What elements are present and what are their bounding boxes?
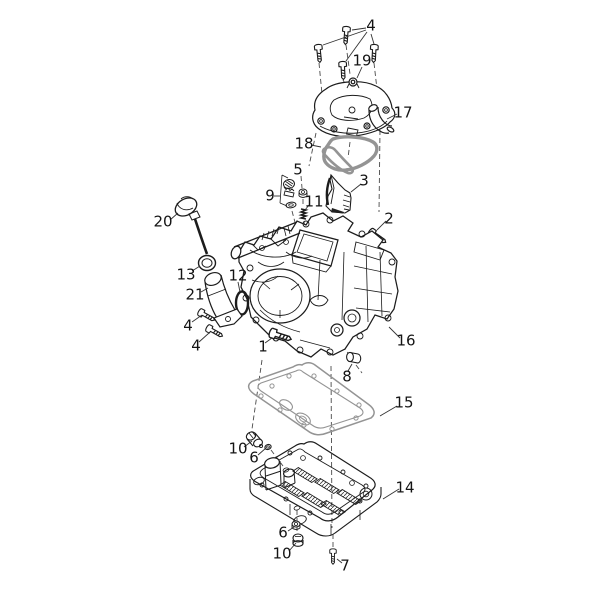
part-18-gasket: [321, 135, 379, 175]
part-21-tube: [204, 271, 243, 328]
part-16-engine-block: [230, 212, 399, 358]
part-19-cover: [312, 77, 396, 138]
pan-towers: [264, 457, 296, 491]
part-17-pipe: [368, 104, 395, 134]
callout-4-left-a: 4: [183, 316, 193, 335]
callout-17: 17: [393, 103, 413, 122]
callout-4-left-b: 4: [191, 336, 201, 355]
callout-6-lower: 6: [278, 523, 288, 542]
callout-6-upper: 6: [249, 448, 259, 467]
callout-12: 12: [228, 266, 248, 285]
part-15-gasket: [247, 362, 375, 436]
part-12-oring: [234, 290, 250, 316]
callout-16: 16: [396, 331, 416, 350]
leader-lines: [169, 27, 401, 564]
part-5-nut: [298, 188, 308, 198]
callout-7: 7: [340, 556, 350, 575]
part-9-sensor-group: [279, 174, 309, 220]
callout-19: 19: [352, 51, 372, 70]
part-20-dipstick: [174, 196, 209, 255]
part-3-bracket: [325, 173, 352, 214]
part-10-plug-upper: [245, 431, 264, 449]
pan-baffle-slots: [279, 466, 362, 517]
callout-1: 1: [258, 337, 268, 356]
callout-21: 21: [185, 285, 205, 304]
callout-5: 5: [293, 160, 303, 179]
part-13-oring: [197, 254, 217, 272]
callout-2: 2: [384, 209, 394, 228]
block-top-tube: [230, 221, 301, 260]
callout-4-top: 4: [366, 16, 376, 35]
callout-3: 3: [359, 171, 369, 190]
part-6-washer-upper: [264, 443, 272, 451]
part-8-plug: [346, 351, 362, 364]
part-6-nut-lower: [291, 520, 301, 530]
callout-9: 9: [265, 186, 275, 205]
callout-20: 20: [153, 212, 173, 231]
callout-10-lower: 10: [272, 544, 292, 563]
callout-15: 15: [394, 393, 414, 412]
part-11-spring: [298, 208, 309, 220]
callout-14: 14: [395, 478, 415, 497]
callout-18: 18: [294, 134, 314, 153]
callout-10-upper: 10: [228, 439, 248, 458]
callout-11: 11: [304, 192, 324, 211]
part-10-plug-lower: [292, 533, 304, 547]
part-14-oil-pan: [249, 441, 382, 537]
part-7-bolt: [329, 548, 337, 565]
callout-13: 13: [176, 265, 196, 284]
callout-8: 8: [342, 367, 352, 386]
